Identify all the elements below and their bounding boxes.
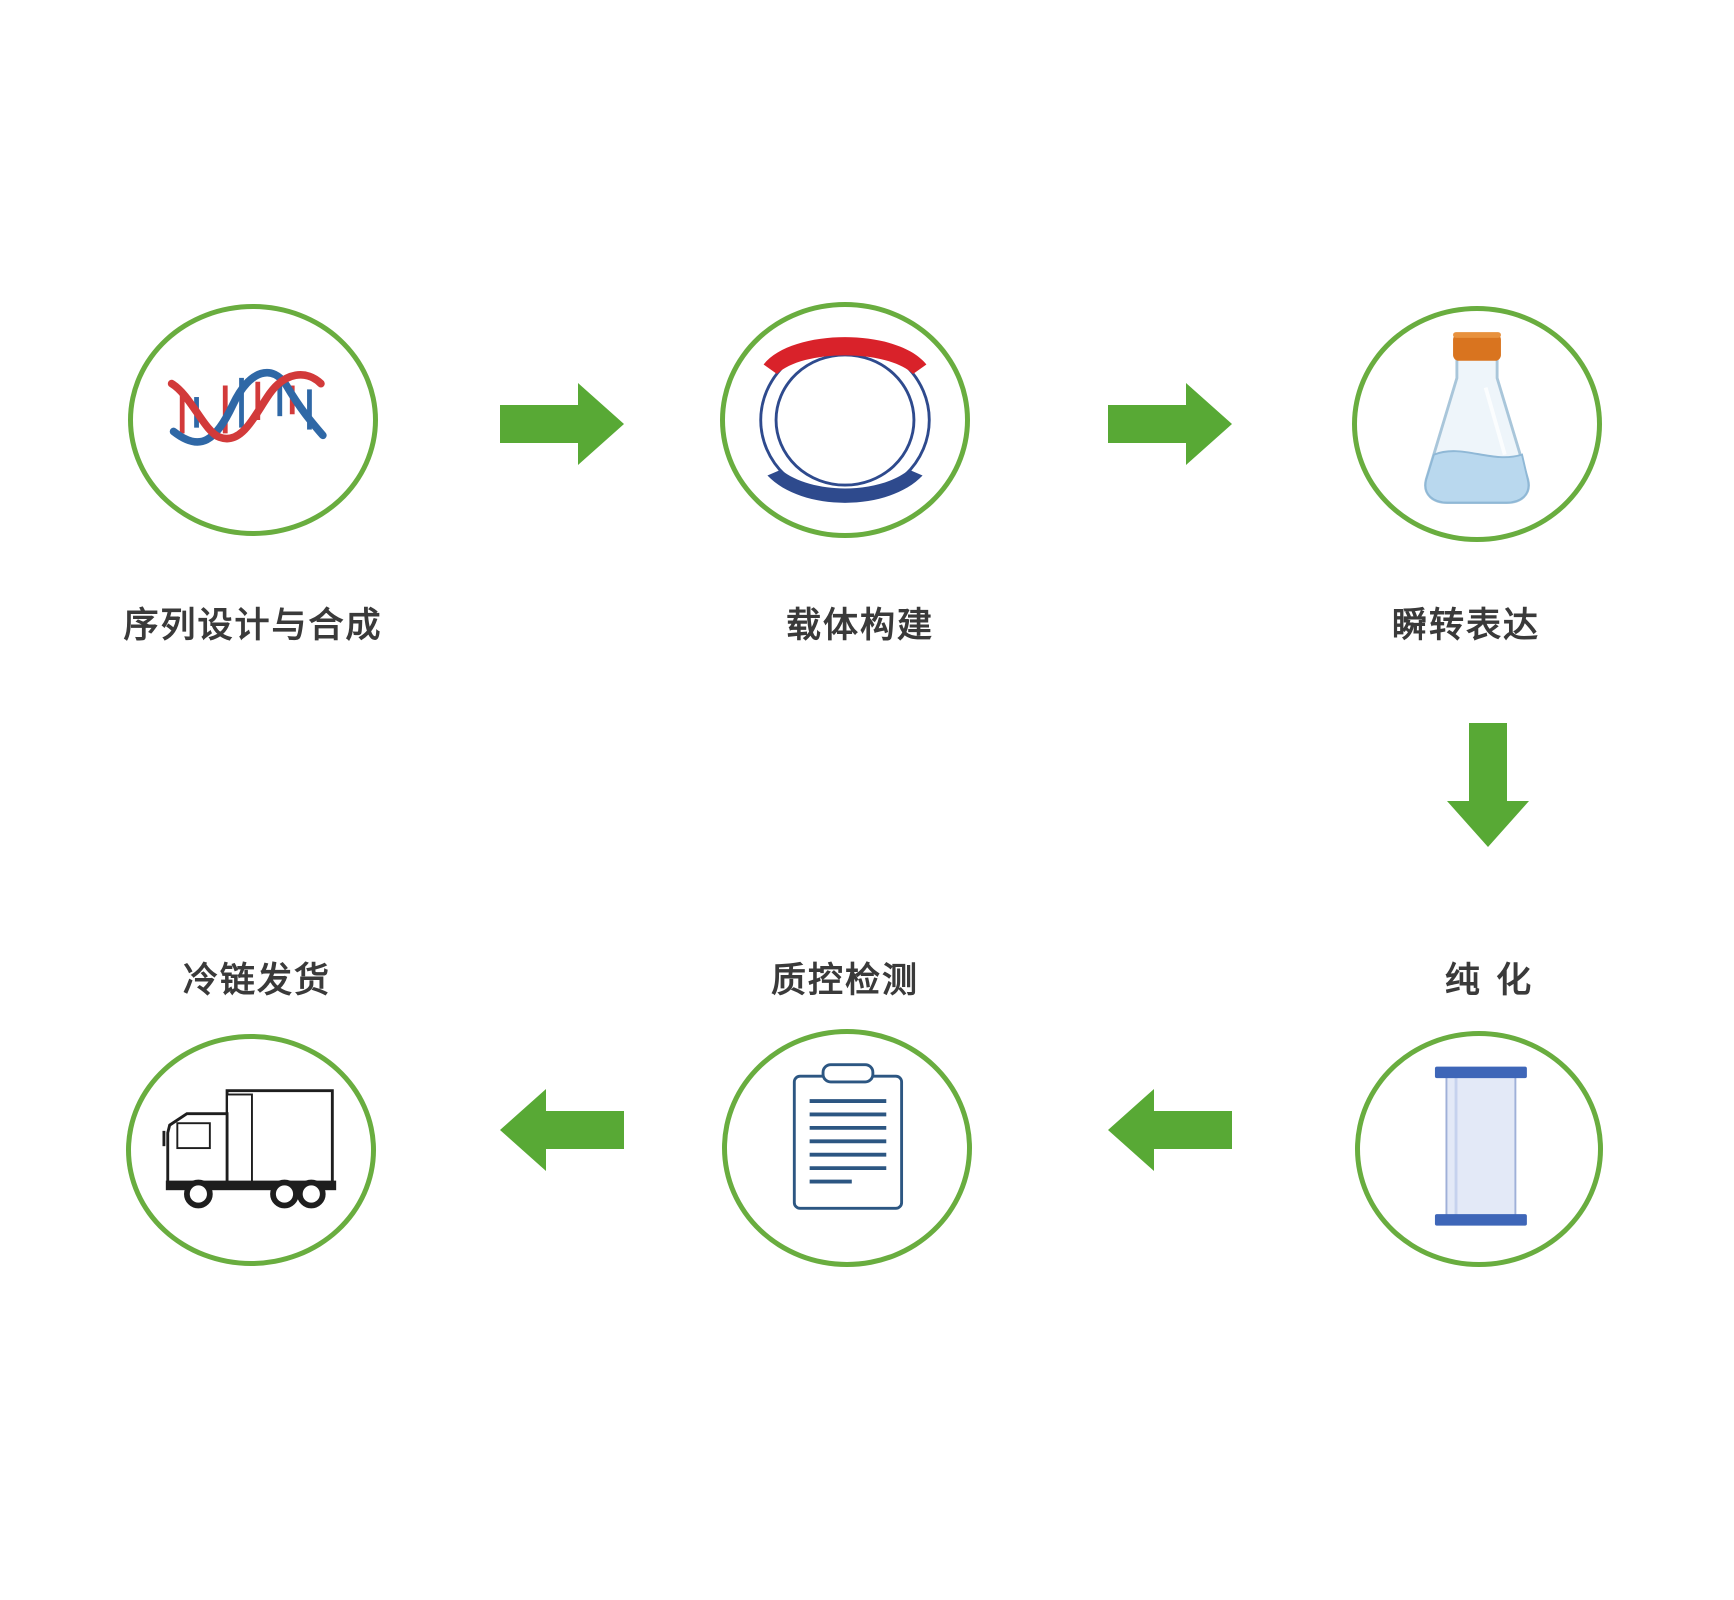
column-icon xyxy=(1434,1066,1527,1226)
arrow-expression-to-purification xyxy=(1447,723,1529,847)
arrow-right-icon xyxy=(1108,383,1232,465)
arrow-left-icon xyxy=(1108,1089,1232,1171)
step-purification-label: 纯 化 xyxy=(1444,961,1534,1001)
step-shipping-circle xyxy=(126,1034,376,1266)
flask-icon xyxy=(1424,332,1530,504)
step-qc-circle xyxy=(722,1029,972,1267)
arrow-down-icon xyxy=(1447,723,1529,847)
step-expression-circle xyxy=(1352,306,1602,542)
step-sequence-circle xyxy=(128,304,378,536)
step-purification-circle xyxy=(1355,1031,1603,1267)
arrow-vector-to-expression xyxy=(1108,383,1232,465)
step-shipping-label: 冷链发货 xyxy=(182,961,332,1001)
clipboard-icon xyxy=(792,1063,904,1210)
step-expression-label: 瞬转表达 xyxy=(1391,606,1541,646)
arrow-left-icon xyxy=(500,1089,624,1171)
plasmid-icon xyxy=(759,337,931,503)
step-qc-label: 质控检测 xyxy=(770,961,920,1001)
truck-icon xyxy=(162,1089,337,1209)
step-sequence-label: 序列设计与合成 xyxy=(123,606,383,646)
arrow-qc-to-shipping xyxy=(500,1089,624,1171)
step-vector-label: 载体构建 xyxy=(785,606,935,646)
dna-icon xyxy=(167,368,327,446)
arrow-sequence-to-vector xyxy=(500,383,624,465)
arrow-right-icon xyxy=(500,383,624,465)
step-vector-circle xyxy=(720,302,970,538)
arrow-purification-to-qc xyxy=(1108,1089,1232,1171)
